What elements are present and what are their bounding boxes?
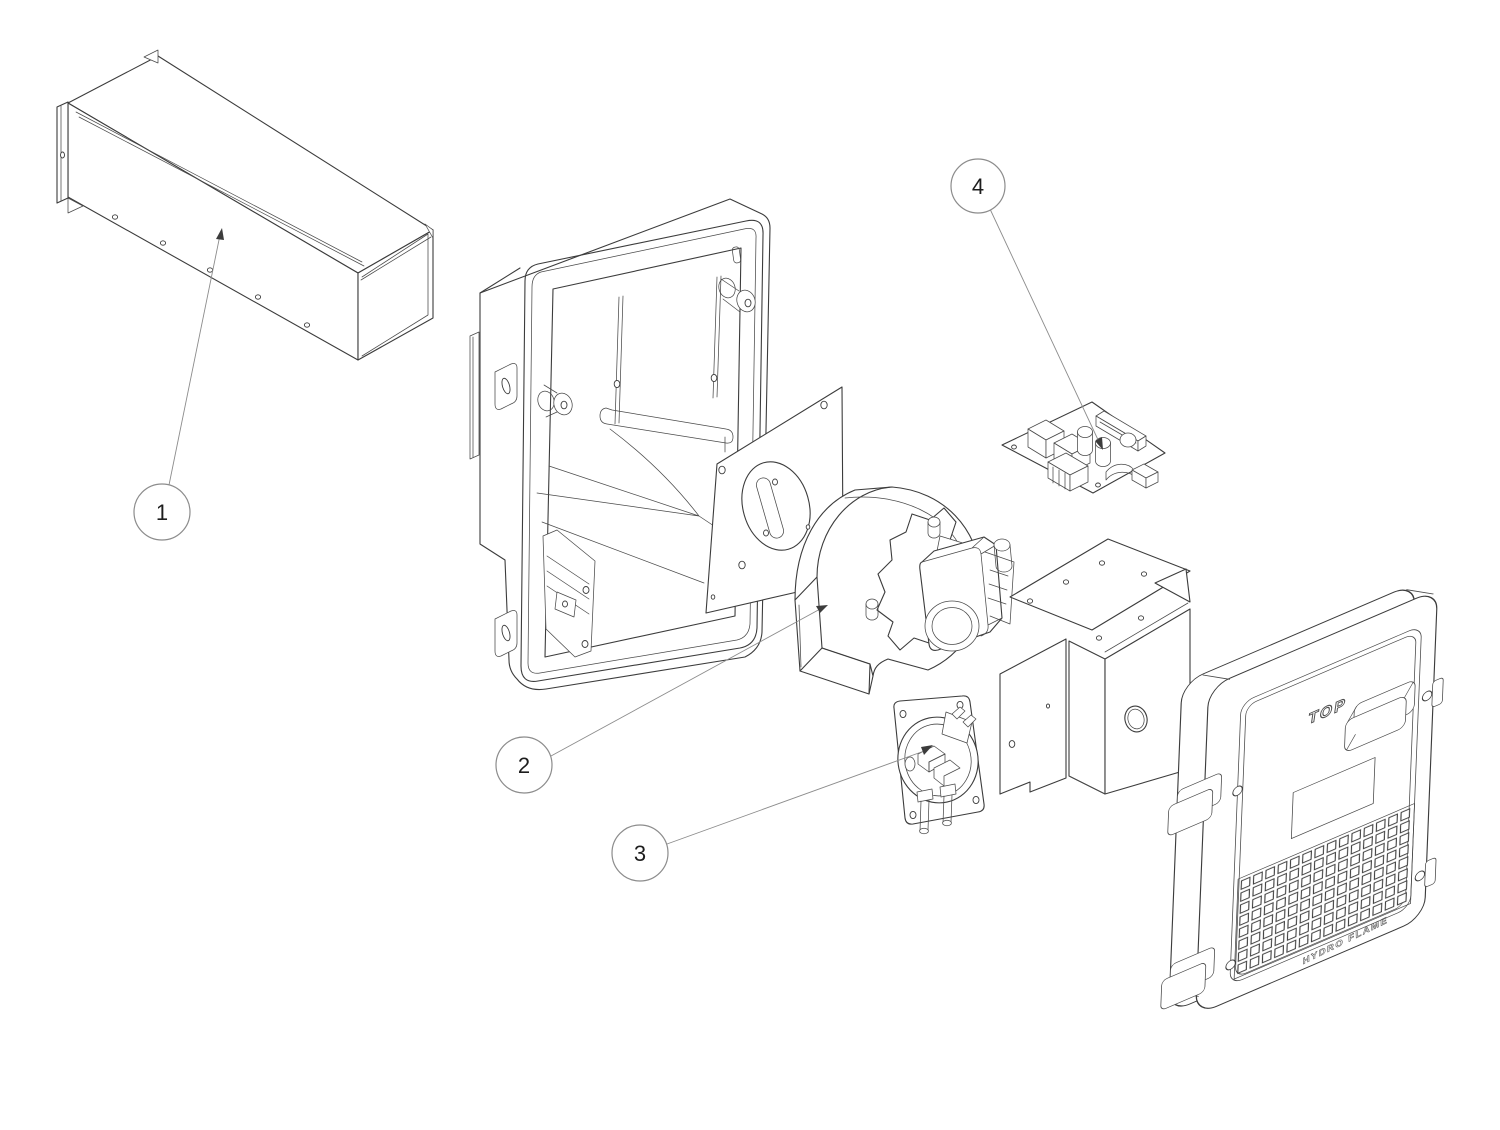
switch-port	[904, 756, 916, 772]
casing-slot	[731, 246, 742, 264]
switch-terminal	[962, 714, 977, 728]
door-screw-tabs	[1414, 677, 1444, 888]
circuit-board-part	[1001, 401, 1166, 494]
casing-mount-bracket	[542, 529, 596, 658]
door-inner-face	[1229, 629, 1422, 982]
pcb-connector-strip	[1095, 410, 1147, 452]
casing-interior-rail	[599, 407, 734, 444]
callout-number-2: 2	[518, 753, 530, 778]
pcb-wire-clip	[1105, 463, 1159, 489]
door-handle	[1344, 681, 1416, 751]
callout-circle-1	[133, 483, 191, 541]
bracket-corner-flange	[1154, 568, 1191, 603]
casing-side-flange	[469, 331, 480, 460]
switch-stem	[939, 783, 957, 827]
leader-line-1	[168, 234, 221, 486]
callout-number-4: 4	[972, 174, 984, 199]
callout-2: 2	[495, 605, 828, 794]
callout-number-1: 1	[156, 500, 168, 525]
switch-terminal	[951, 706, 966, 720]
leader-arrowhead	[816, 605, 828, 613]
pcb-capacitor	[1077, 426, 1093, 456]
casing-duct-boss	[718, 277, 756, 313]
callout-3: 3	[611, 745, 933, 882]
callout-number-3: 3	[634, 841, 646, 866]
duct-corner-tab	[143, 49, 159, 64]
duct-rivets	[111, 214, 311, 328]
switch-stem	[916, 788, 934, 835]
pcb-round-component	[1119, 432, 1137, 448]
door-hinge-tab	[1160, 947, 1236, 1010]
door-grille	[1233, 803, 1415, 980]
callout-circle-4	[950, 158, 1006, 214]
casing-hinge-tab	[494, 610, 518, 657]
callout-1: 1	[133, 228, 224, 541]
pressure-switch-part	[893, 695, 985, 835]
casing-duct-boss	[537, 384, 573, 418]
leader-arrowhead	[1095, 437, 1103, 450]
callout-circle-2	[495, 736, 553, 794]
door-label-recess	[1290, 757, 1376, 840]
casing-hinge-tab	[494, 363, 518, 410]
access-door-part: TOP HYDRO FLAME	[1160, 589, 1444, 1010]
bracket-side-panel	[999, 638, 1067, 795]
blower-stud-bolt	[865, 598, 879, 621]
leader-line-2	[550, 607, 823, 757]
duct-corner-tab	[424, 223, 434, 239]
leader-line-4	[989, 208, 1101, 445]
door-hinge-tab	[1167, 773, 1243, 836]
leader-arrowhead	[921, 745, 933, 755]
exhaust-duct-part	[56, 49, 434, 361]
mounting-bracket-part	[999, 538, 1191, 795]
pcb-transformer	[1047, 452, 1089, 492]
leader-arrowhead	[216, 228, 224, 240]
callout-4: 4	[950, 158, 1103, 450]
motor-capacitor	[993, 538, 1011, 552]
switch-bracket	[941, 711, 973, 744]
furnace-casing-part	[469, 198, 771, 691]
leader-line-3	[666, 749, 928, 845]
blower-stud-bolt	[927, 516, 941, 539]
duct-corner-tab	[67, 197, 84, 214]
callout-circle-3	[611, 824, 669, 882]
blower-motor	[919, 536, 1015, 652]
blower-assembly-part	[794, 486, 1015, 695]
